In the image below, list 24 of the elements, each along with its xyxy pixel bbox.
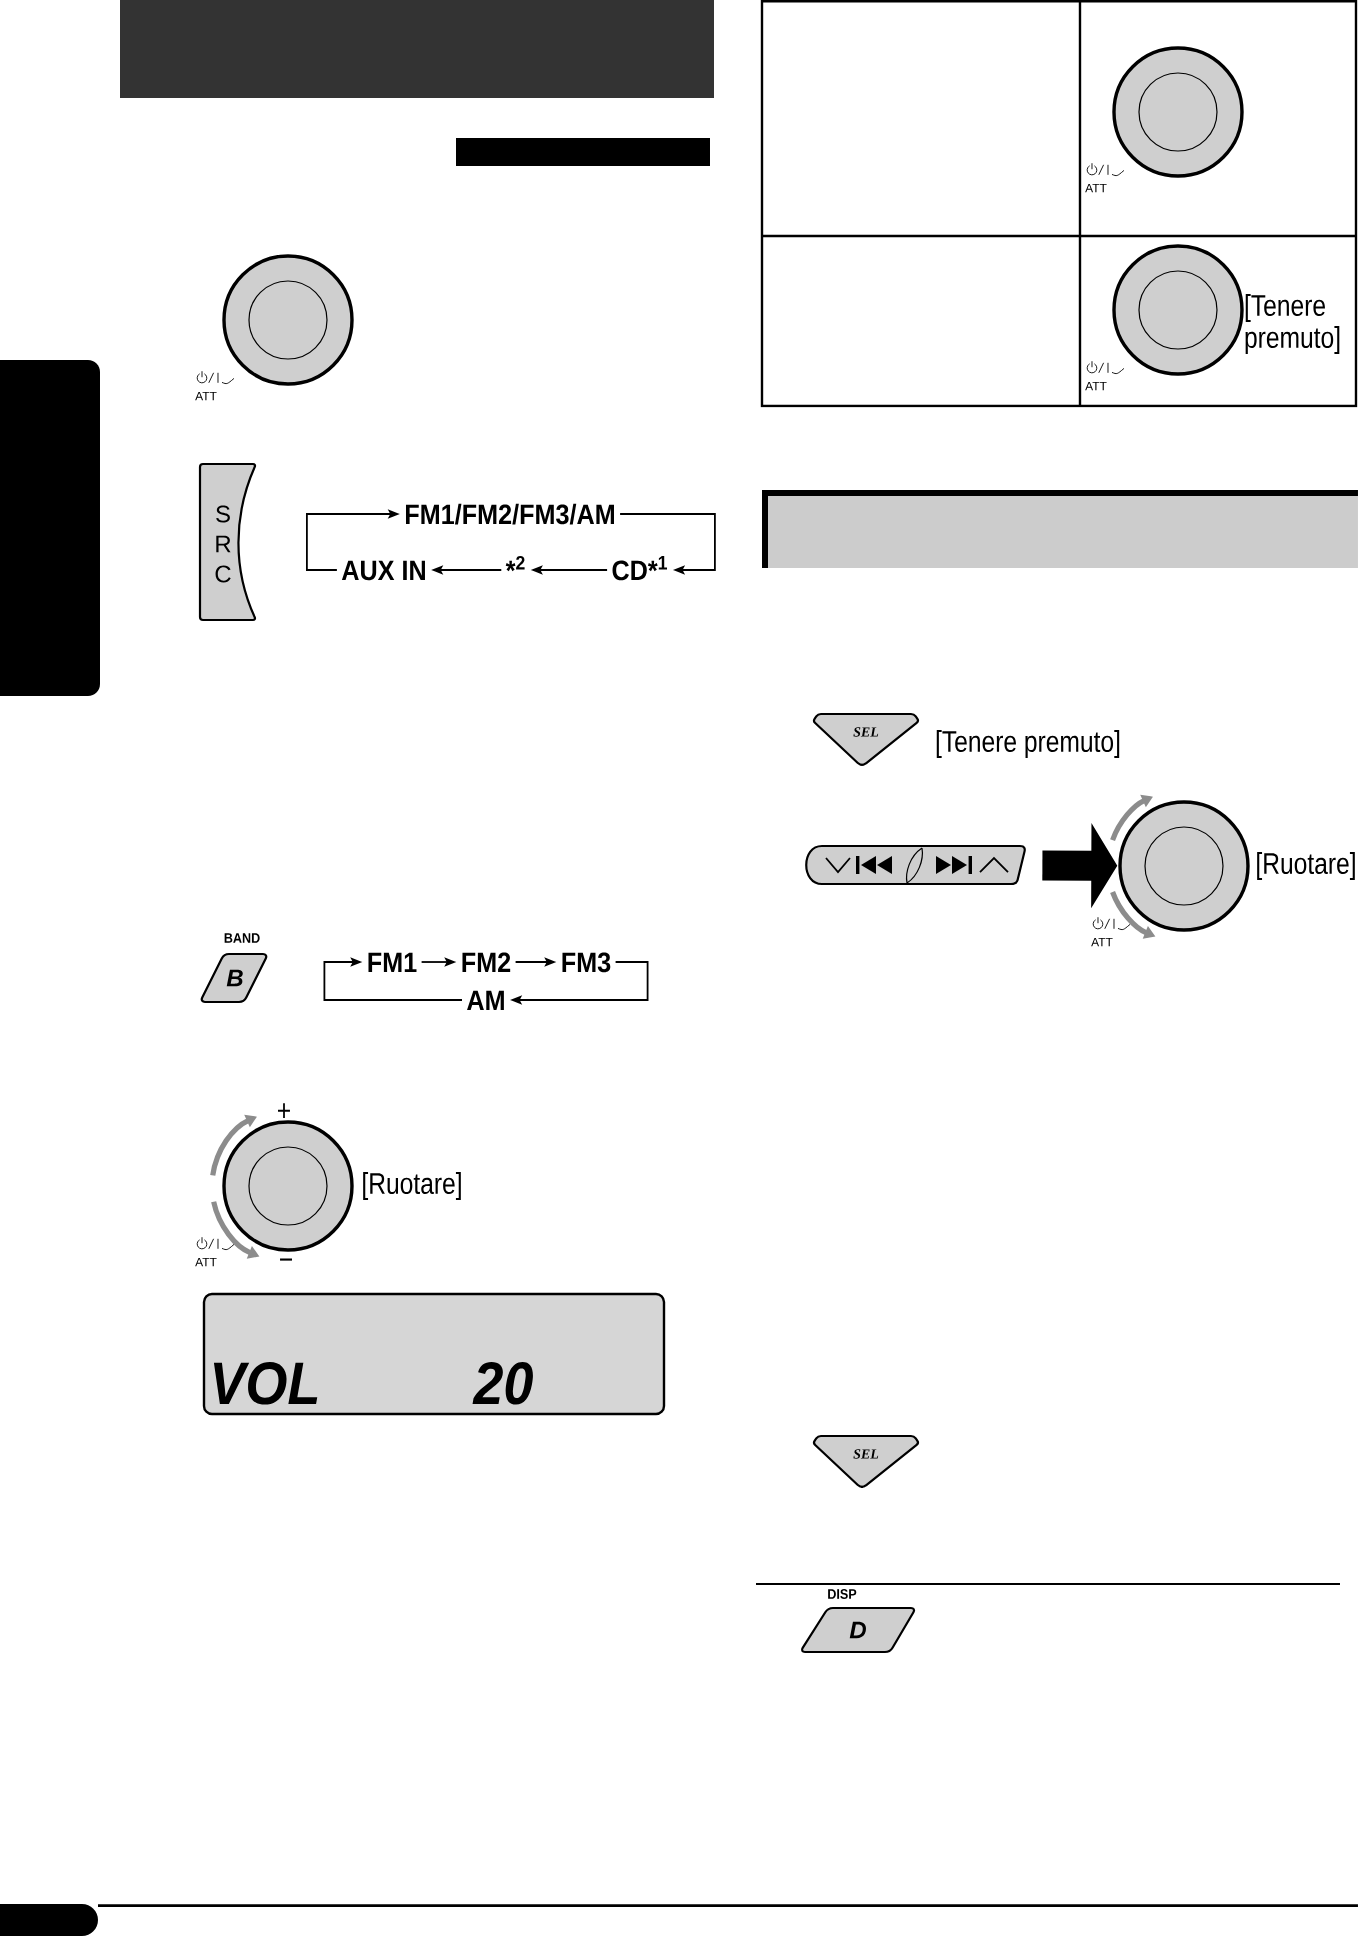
mode-label: FM2 (462, 952, 511, 972)
mode-label: AUX IN (341, 560, 425, 581)
side-tab (0, 360, 100, 696)
mode-label: FM1/FM2/FM3/AM (406, 503, 614, 525)
band-button: B (200, 952, 268, 1004)
mode-label: AM (467, 990, 504, 1010)
control-knob (1118, 800, 1250, 932)
plus-sign: + (278, 1103, 290, 1119)
mode-label: FM1 (368, 952, 417, 972)
skip-button (805, 844, 1026, 886)
arrow (323, 957, 463, 1001)
instruction-text: [Ruotare] (363, 1172, 461, 1200)
mode-label: FM3 (562, 952, 611, 973)
disp-button: D (800, 1606, 916, 1654)
minus-sign: − (280, 1258, 292, 1261)
mode-label: *$^{2}$ (505, 555, 525, 572)
arrow (619, 513, 716, 575)
instruction-text: [Tenere premuto] (936, 730, 1120, 758)
display-panel: VOL 20 (202, 1292, 666, 1416)
mode-label: CD*$^{1}$ (612, 556, 667, 581)
instruction-text: [Tenere premuto] (1245, 294, 1340, 354)
heading-bar (456, 138, 710, 166)
source-button: S R C (198, 462, 257, 622)
instruction-text: [Ruotare] (1257, 852, 1355, 880)
